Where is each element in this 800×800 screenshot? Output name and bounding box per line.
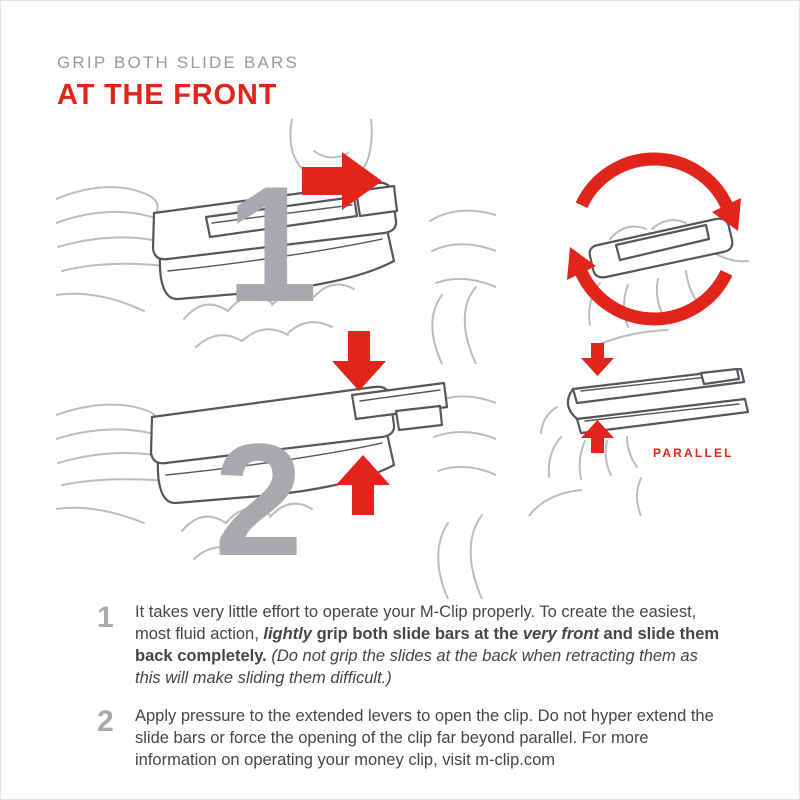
money-clip-illustration [149, 381, 449, 505]
step1-text-bold: grip both slide bars at the [311, 625, 523, 643]
figure-flip-rotate [567, 152, 749, 347]
rotate-arrows-icon [567, 152, 741, 326]
slide-right-arrow-icon [302, 152, 382, 210]
finger-over-clip [651, 219, 687, 230]
press-down-arrow-icon [332, 331, 386, 391]
step2-text-regular: Apply pressure to the extended levers to… [135, 707, 714, 769]
step1-text-emphasis: very front [522, 625, 599, 643]
parallel-label: PARALLEL [653, 446, 734, 460]
step1-number: 1 [97, 601, 114, 634]
instruction-step-2: 2 Apply pressure to the extended levers … [97, 705, 727, 771]
step1-figure-number: 1 [226, 152, 318, 336]
figure-step2-press [56, 331, 496, 599]
step2-figure-number: 2 [214, 410, 303, 589]
press-up-arrow-icon [336, 455, 390, 515]
money-clip-open-illustration [566, 367, 750, 435]
header-eyebrow: GRIP BOTH SLIDE BARS [57, 53, 300, 72]
figure-parallel [528, 343, 750, 516]
step1-text-note: (Do not grip the slides at the back when… [135, 647, 698, 687]
money-clip-illustration [151, 181, 399, 301]
step1-text-regular: It takes very little effort to operate y… [135, 603, 697, 643]
hand-illustration [528, 406, 642, 516]
finger-over-clip [609, 225, 647, 240]
header: GRIP BOTH SLIDE BARS AT THE FRONT [57, 53, 299, 112]
press-down-arrow-icon [581, 343, 614, 376]
instruction-step-1: 1 It takes very little effort to operate… [97, 601, 727, 689]
step1-text-emphasis: lightly [263, 625, 312, 643]
step1-text: It takes very little effort to operate y… [135, 601, 720, 689]
step2-text: Apply pressure to the extended levers to… [135, 705, 720, 771]
step1-text-bold: and slide them back completely. [135, 625, 720, 665]
figure-step1-grip [56, 119, 496, 364]
step2-number: 2 [97, 705, 114, 738]
press-up-arrow-icon [581, 420, 614, 453]
hands-illustration [56, 119, 496, 364]
money-clip-illustration [588, 217, 734, 279]
page-title: AT THE FRONT [57, 79, 278, 111]
